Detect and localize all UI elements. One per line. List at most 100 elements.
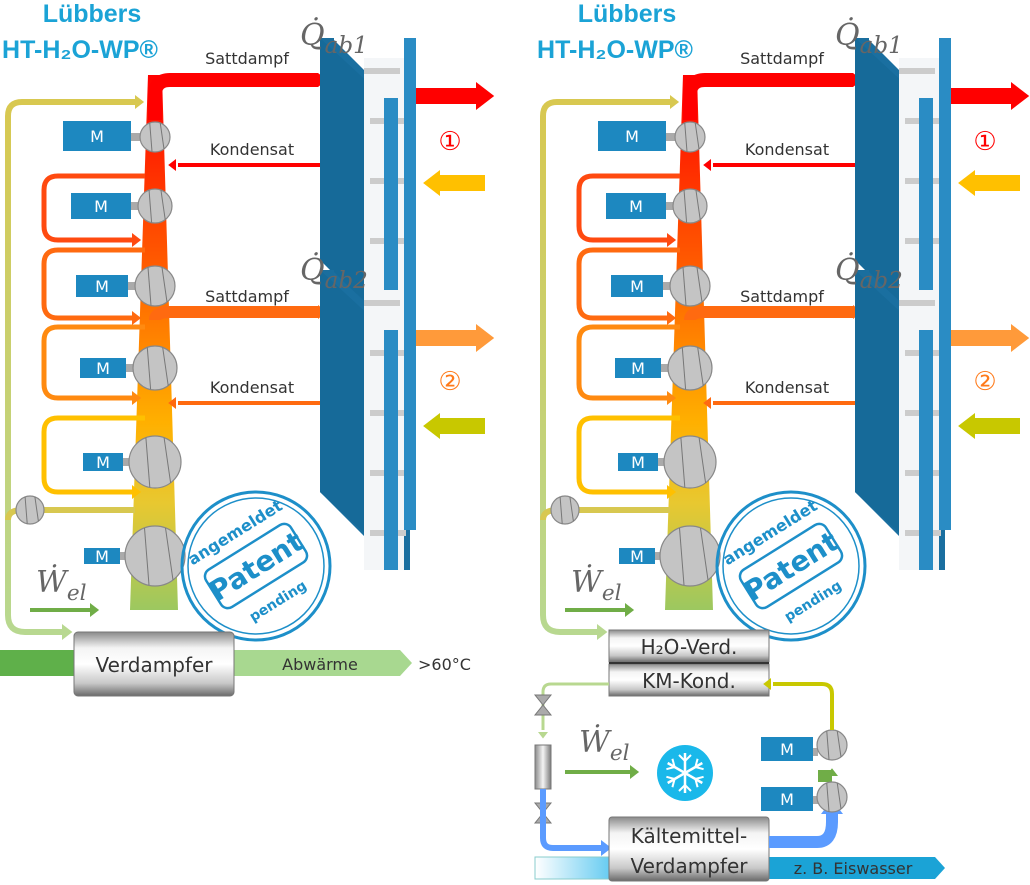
compressor-icon-5 — [663, 435, 717, 489]
input-arrow-1-head — [423, 170, 440, 196]
math-symbol: Ẇ — [571, 564, 604, 600]
steam-label-2: Sattdampf — [205, 287, 289, 306]
circuit-marker-1: ① — [438, 127, 461, 157]
motor-shaft — [120, 552, 127, 560]
motor-body — [611, 275, 663, 297]
motor-box-4: M — [615, 358, 661, 378]
math-symbol: Ẇ — [579, 724, 612, 760]
motor-body — [618, 453, 658, 471]
compressor-blade — [147, 267, 152, 306]
title-product: HT-H₂O-WP® — [537, 36, 693, 64]
math-subscript: el — [67, 581, 87, 606]
refrigerant-compressor-icon-2 — [816, 781, 848, 813]
steam-label-2: Sattdampf — [740, 287, 824, 306]
compressor-body — [674, 121, 706, 153]
title-brand: Lübbers — [578, 0, 677, 28]
compressor-body — [663, 435, 717, 489]
snowflake-branch — [694, 758, 704, 771]
math-subscript: el — [610, 741, 630, 766]
cold-arrow — [601, 840, 612, 856]
compressor-icon-4 — [667, 345, 713, 391]
compressor-body — [816, 729, 848, 761]
snowflake-icon — [657, 745, 713, 801]
compressor-blade — [836, 730, 842, 758]
compressor-icon-3 — [669, 265, 711, 307]
compressor-blade — [162, 347, 169, 386]
motor-shaft — [655, 552, 662, 560]
compressor-blade — [684, 123, 688, 152]
suction-line — [769, 812, 838, 848]
compressor-body — [139, 121, 171, 153]
heat-exchanger-2 — [320, 270, 416, 570]
steam-line-1 — [148, 73, 318, 120]
snowflake-arm — [666, 771, 686, 788]
motor-shaft — [666, 202, 675, 210]
compressor-blade — [159, 122, 165, 150]
output-arrow-2-body — [951, 330, 1011, 346]
input-arrow-1-head — [958, 170, 975, 196]
motor-body — [606, 193, 666, 219]
compressor-icon-5 — [128, 435, 182, 489]
chilled-water-label: z. B. Eiswasser — [794, 859, 913, 878]
motor-label: M — [631, 453, 645, 472]
condensate-label-1: Kondensat — [210, 140, 294, 159]
motor-box-3: M — [611, 275, 663, 297]
compressor-blade — [683, 190, 688, 223]
compressor-blade — [679, 528, 685, 586]
stamp-outer-ring — [715, 490, 867, 642]
stamp-inner-ring — [722, 497, 860, 635]
input-arrow-2-head — [958, 413, 975, 439]
evaporator-label: Verdampfer — [95, 653, 213, 677]
recirculation-arrow — [132, 311, 142, 325]
condensate-arrow-2 — [703, 397, 711, 409]
circuit-marker-1: ① — [973, 127, 996, 157]
motor-shaft — [812, 796, 818, 804]
condensate-label-2: Kondensat — [210, 378, 294, 397]
input-arrow-2-head — [423, 413, 440, 439]
math-subscript: ab2 — [860, 268, 903, 294]
heat-output-label-2: Q̇ab2 — [300, 253, 368, 294]
motor-shaft — [666, 133, 677, 141]
compressor-body — [15, 495, 45, 525]
snowflake-stroke — [667, 771, 686, 785]
compressor-icon-6 — [659, 525, 721, 587]
motor-body — [598, 121, 666, 151]
compressor-blade — [826, 731, 830, 760]
bypass-compressor-icon — [15, 495, 45, 525]
motor-box-5: M — [83, 453, 123, 472]
condensate-arrow-1 — [168, 159, 176, 171]
refrigerant-evaporator-line2: Verdampfer — [630, 854, 748, 878]
recirculation-arrow — [667, 311, 677, 325]
cold-line — [540, 789, 601, 851]
condensate-arrow-1 — [703, 159, 711, 171]
compressor-blade — [24, 496, 28, 524]
compressor-body — [672, 188, 708, 224]
math-subscript: ab1 — [325, 33, 368, 59]
recirculation-loop — [576, 247, 680, 321]
compressor-blade — [697, 347, 704, 386]
motor-body — [761, 787, 813, 811]
compressor-blade — [165, 528, 174, 581]
motor-label: M — [94, 197, 108, 216]
bypass-line — [5, 99, 135, 635]
motor-box-4: M — [80, 358, 126, 378]
compressor-blade — [161, 267, 168, 303]
refrigerant-motor-1: M — [761, 737, 813, 761]
condensate-arrow-2 — [168, 397, 176, 409]
compressor-icon-2 — [137, 188, 173, 224]
interstage-arrow — [826, 768, 838, 776]
recirculation-loop — [41, 173, 145, 243]
compressor-blade — [698, 437, 707, 483]
output-arrow-1-head — [476, 82, 495, 110]
compressor-blade — [148, 190, 153, 223]
motor-shaft — [663, 282, 672, 290]
refrigerant-evaporator-box — [608, 816, 770, 882]
panel-right: LübbersHT-H₂O-WP®SattdampfKondensatSattd… — [533, 0, 1030, 882]
snowflake-arm — [684, 758, 704, 775]
electric-work-label: Ẇel — [36, 564, 87, 606]
bypass-compressor-icon — [550, 495, 580, 525]
source-temperature: >60°C — [418, 655, 471, 674]
evaporator-box — [73, 631, 235, 697]
